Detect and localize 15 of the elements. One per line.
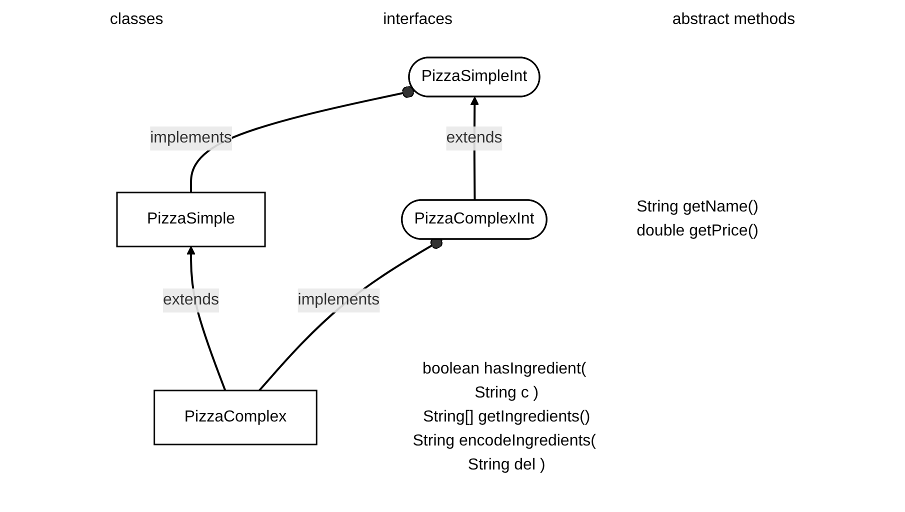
- column-heading: abstract methods: [672, 11, 796, 29]
- node-label: boolean hasIngredient( String c ): [422, 360, 586, 402]
- edge-label: extends: [162, 292, 219, 308]
- column-heading: interfaces: [383, 11, 452, 29]
- node-label: String getName(): [636, 198, 758, 216]
- node-label: String encodeIngredients( String del ): [412, 432, 596, 474]
- node-label: double getPrice(): [636, 222, 758, 240]
- node-box: PizzaComplex: [153, 390, 318, 446]
- edge-label: implements: [298, 291, 380, 308]
- connector: [190, 86, 414, 192]
- node-label: String[] getIngredients(): [422, 408, 590, 426]
- node-box: PizzaSimple: [116, 192, 266, 248]
- edge-label: extends: [446, 130, 502, 146]
- column-heading: classes: [110, 11, 164, 29]
- edge-label: implements: [150, 130, 232, 146]
